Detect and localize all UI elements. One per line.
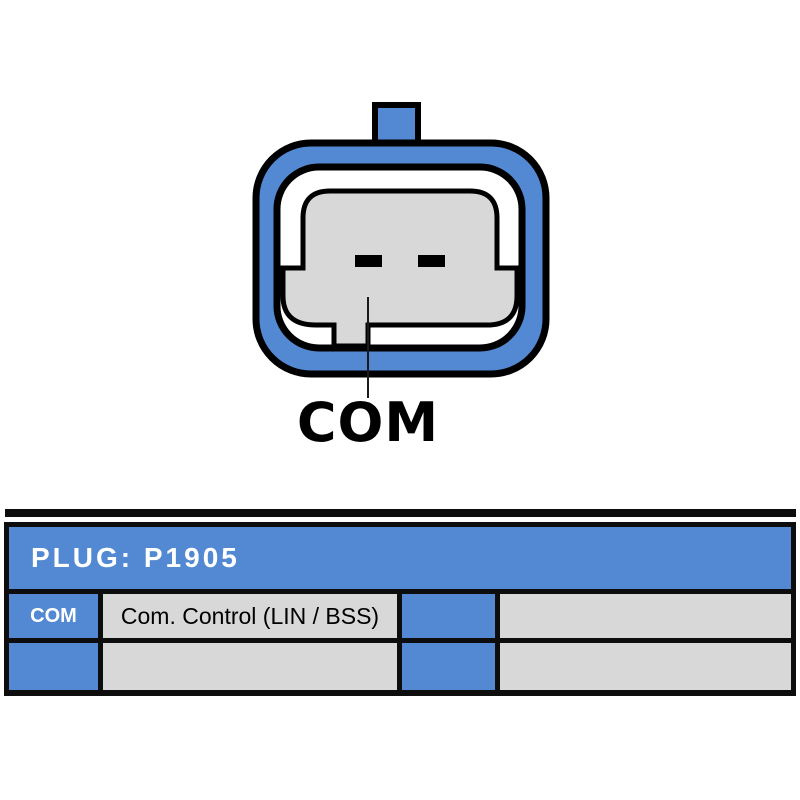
plug-pinout-table: PLUG: P1905 COM Com. Control (LIN / BSS) <box>4 522 796 696</box>
connector-housing <box>280 188 520 349</box>
pin-slot-left <box>355 255 382 267</box>
connector-pin-label: COM <box>296 391 440 454</box>
table-cell-empty <box>103 643 397 690</box>
table-cell-empty <box>402 594 495 638</box>
section-divider <box>5 509 796 517</box>
pin-slot-right <box>418 255 445 267</box>
table-cell-empty <box>500 643 791 690</box>
table-cell-pin-function: Com. Control (LIN / BSS) <box>103 594 397 638</box>
table-cell-empty <box>9 643 98 690</box>
connector-illustration <box>252 102 550 398</box>
table-header-plug-id: PLUG: P1905 <box>9 527 791 589</box>
table-cell-empty <box>500 594 791 638</box>
table-cell-pin-name: COM <box>9 594 98 638</box>
table-cell-empty <box>402 643 495 690</box>
